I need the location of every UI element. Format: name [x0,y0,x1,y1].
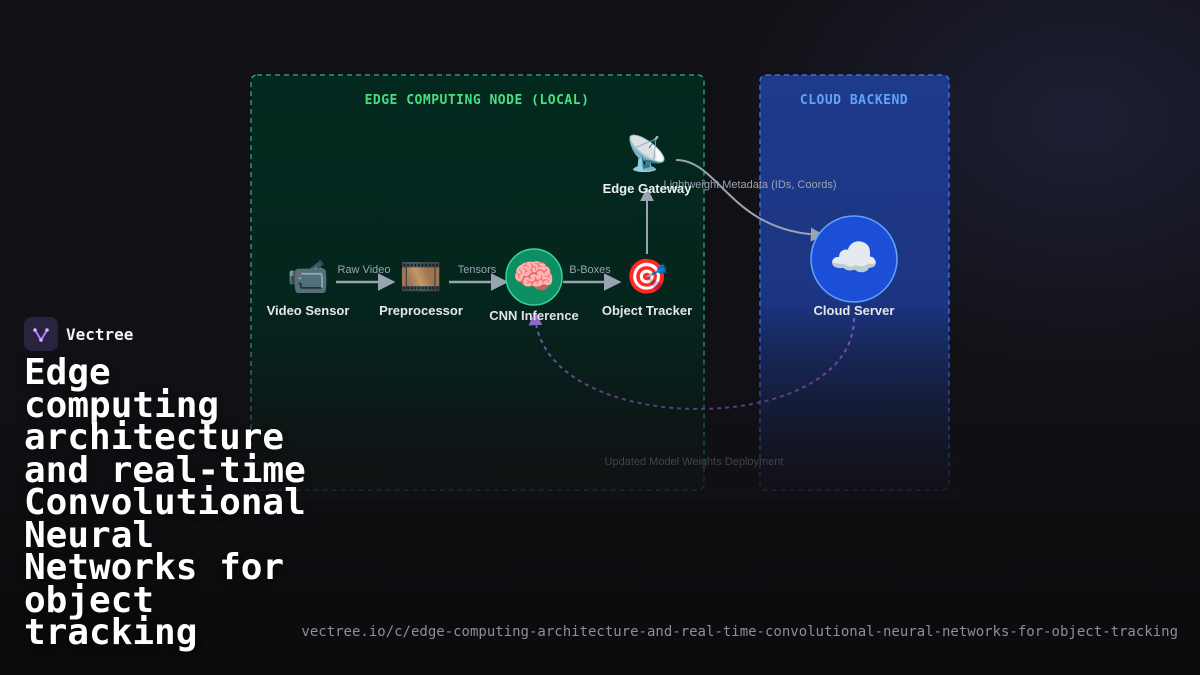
node-label-cnn-inference: CNN Inference [489,308,579,323]
brain-icon: 🧠 [513,257,555,297]
target-icon: 🎯 [626,257,668,297]
film-frames-icon: 🎞️ [400,257,442,297]
node-edge-gateway[interactable]: 📡 Edge Gateway [603,132,693,196]
page-url[interactable]: vectree.io/c/edge-computing-architecture… [301,624,1178,640]
node-label-preprocessor: Preprocessor [379,303,463,318]
node-label-video-sensor: Video Sensor [267,303,350,318]
edge-label-b-boxes: B-Boxes [569,264,611,276]
node-cloud-server[interactable]: ☁️ Cloud Server [810,215,898,318]
edge-label-weights: Updated Model Weights Deployment [605,456,784,468]
node-label-edge-gateway: Edge Gateway [603,181,693,196]
cloud-zone-title: CLOUD BACKEND [800,93,908,108]
page-title: Edge computing architecture and real-tim… [24,352,306,653]
video-camera-icon: 📹 [287,257,329,297]
node-label-cloud-server: Cloud Server [814,303,895,318]
edge-zone-title: EDGE COMPUTING NODE (LOCAL) [365,93,590,108]
node-label-object-tracker: Object Tracker [602,303,692,318]
satellite-dish-icon: 📡 [626,132,668,174]
brand[interactable]: Vectree [24,317,133,351]
vectree-logo-icon [24,317,58,351]
edge-label-tensors: Tensors [458,264,497,276]
edge-label-metadata: Lightweight Metadata (IDs, Coords) [663,179,836,191]
arrow-metadata [675,159,825,242]
brand-name: Vectree [66,324,134,344]
edge-label-raw-video: Raw Video [338,264,391,276]
cloud-icon: ☁️ [829,235,879,281]
